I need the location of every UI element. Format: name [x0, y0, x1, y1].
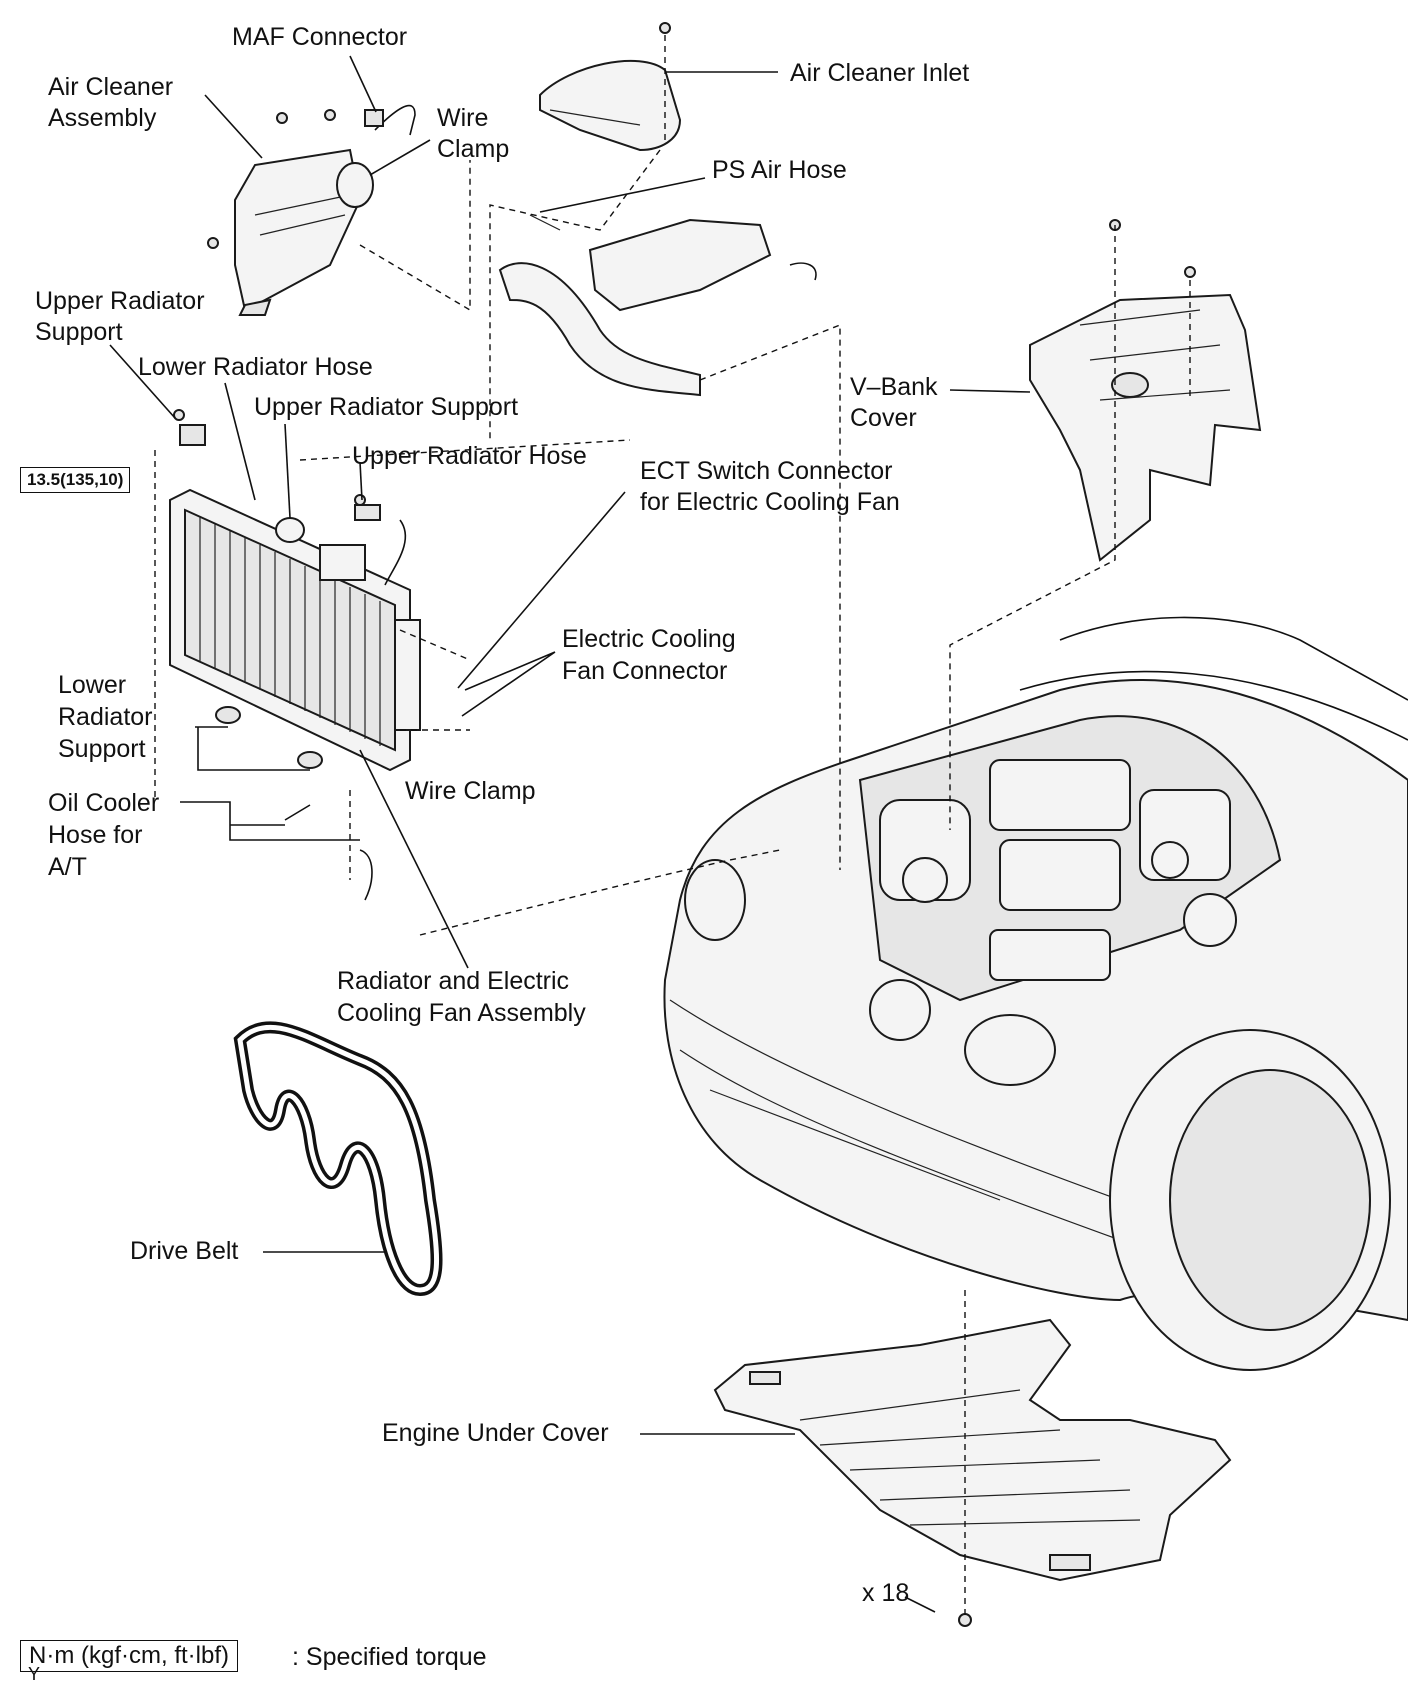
label-upper-radiator-hose: Upper Radiator Hose [352, 442, 587, 470]
air-cleaner-assembly [207, 104, 416, 316]
figure-code: Y [28, 1664, 41, 1684]
radiator-assembly [169, 409, 421, 901]
label-maf-connector: MAF Connector [232, 23, 408, 51]
label-v-bank-cover-line1: V–Bank [850, 373, 938, 401]
assembly-dashed-lines [154, 35, 1191, 1615]
label-radiator-assembly-line1: Radiator and Electric [337, 967, 570, 995]
label-upper-radiator-support-mid: Upper Radiator Support [254, 393, 519, 421]
label-ps-air-hose: PS Air Hose [712, 156, 847, 184]
label-oil-cooler-hose-line2: Hose for [48, 821, 143, 849]
engine-under-cover [713, 1318, 1232, 1627]
label-air-cleaner-assembly-line2: Assembly [48, 104, 157, 132]
leader-lines [109, 55, 1031, 1613]
label-wire-clamp-top-line1: Wire [437, 104, 489, 132]
label-bolt-count: x 18 [862, 1579, 910, 1607]
label-engine-under-cover: Engine Under Cover [382, 1419, 609, 1447]
label-radiator-assembly-line2: Cooling Fan Assembly [337, 999, 586, 1027]
label-wire-clamp-top-line2: Clamp [437, 135, 510, 163]
label-ect-switch-connector-line1: ECT Switch Connector [640, 457, 893, 485]
air-intake-hose [498, 214, 817, 397]
label-upper-radiator-support-left-line2: Support [35, 318, 123, 346]
label-v-bank-cover-line2: Cover [850, 404, 917, 432]
label-electric-cooling-fan-connector-line1: Electric Cooling [562, 625, 736, 653]
label-oil-cooler-hose-line3: A/T [48, 853, 87, 881]
label-lower-radiator-support-line2: Radiator [58, 703, 153, 731]
vehicle-front-body [663, 616, 1408, 1371]
label-ect-switch-connector-line2: for Electric Cooling Fan [640, 488, 900, 516]
label-air-cleaner-inlet: Air Cleaner Inlet [790, 59, 970, 87]
torque-spec-box: 13.5(135,10) [20, 467, 131, 493]
label-wire-clamp-bottom: Wire Clamp [405, 777, 536, 805]
drive-belt [233, 1021, 443, 1297]
label-lower-radiator-hose: Lower Radiator Hose [138, 353, 373, 381]
label-air-cleaner-assembly-line1: Air Cleaner [48, 73, 174, 101]
label-drive-belt: Drive Belt [130, 1237, 239, 1265]
legend-unit-box: N·m (kgf·cm, ft·lbf) [20, 1640, 238, 1672]
legend-description: : Specified torque [292, 1643, 487, 1671]
label-upper-radiator-support-left-line1: Upper Radiator [35, 287, 205, 315]
label-lower-radiator-support-line3: Support [58, 735, 146, 763]
label-oil-cooler-hose-line1: Oil Cooler [48, 789, 160, 817]
label-lower-radiator-support-line1: Lower [58, 671, 127, 699]
v-bank-cover [1029, 219, 1262, 562]
label-electric-cooling-fan-connector-line2: Fan Connector [562, 657, 728, 685]
air-cleaner-inlet [539, 22, 682, 152]
